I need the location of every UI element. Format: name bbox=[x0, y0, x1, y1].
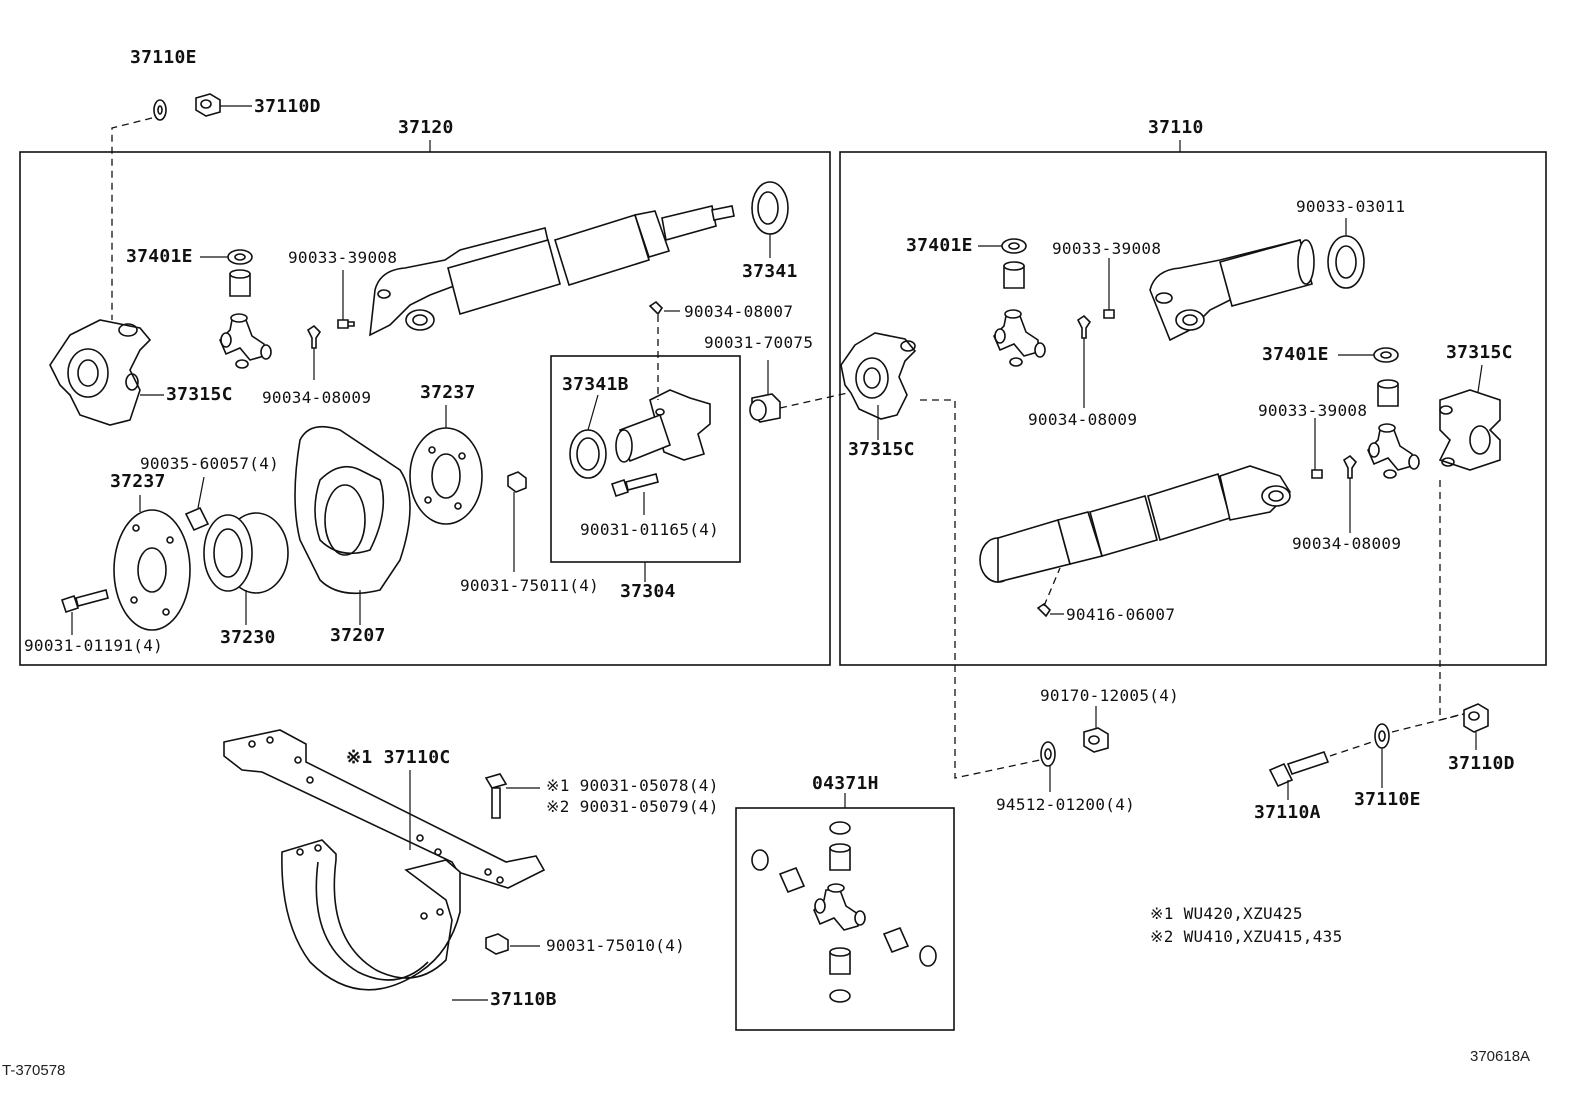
nut-90031-75011 bbox=[507, 471, 527, 493]
part-label-90033-39008-c: 90033-39008 bbox=[1258, 401, 1368, 420]
crossmember-37110c bbox=[223, 729, 546, 889]
washer-94512-01200 bbox=[1040, 741, 1056, 767]
part-label-90416-06007: 90416-06007 bbox=[1066, 605, 1176, 624]
snap-ring-37401e-right2 bbox=[1373, 347, 1399, 363]
part-label-37341: 37341 bbox=[742, 261, 798, 282]
part-label-90034-08007: 90034-08007 bbox=[684, 302, 794, 321]
spider-left bbox=[219, 313, 272, 369]
flange-37237-left bbox=[113, 509, 191, 631]
rubber-mount-37207 bbox=[294, 425, 411, 595]
part-label-37315c-right: 37315C bbox=[1446, 342, 1513, 363]
rear-shaft-lower bbox=[979, 465, 1292, 584]
center-bearing-housing-37304 bbox=[615, 389, 711, 463]
grease-fitting-90416-06007 bbox=[1036, 602, 1052, 618]
footer-left-id: T-370578 bbox=[2, 1062, 66, 1079]
part-label-90035-60057: 90035-60057(4) bbox=[140, 454, 280, 473]
part-label-90033-03011: 90033-03011 bbox=[1296, 197, 1406, 216]
part-label-37341b: 37341B bbox=[562, 374, 629, 395]
part-label-90031-05079: ※2 90031-05079(4) bbox=[546, 797, 719, 816]
part-label-37110c: ※1 37110C bbox=[346, 747, 451, 768]
part-label-37110a: 37110A bbox=[1254, 802, 1321, 823]
part-label-37237-left: 37237 bbox=[110, 471, 166, 492]
part-label-37110d-bottom: 37110D bbox=[1448, 753, 1515, 774]
rear-shaft-upper bbox=[1149, 239, 1315, 342]
box-37120 bbox=[19, 151, 831, 666]
part-label-90034-08009-b: 90034-08009 bbox=[1028, 410, 1138, 429]
spider-right bbox=[993, 309, 1046, 367]
bolt-90033-39008-c bbox=[1311, 469, 1323, 479]
snap-ring-37401e-right bbox=[1001, 238, 1027, 254]
spider-right2 bbox=[1367, 423, 1420, 479]
part-label-90034-08009-a: 90034-08009 bbox=[262, 388, 372, 407]
bolt-90031-05078 bbox=[484, 773, 508, 819]
part-label-90031-01165: 90031-01165(4) bbox=[580, 520, 720, 539]
part-label-37230: 37230 bbox=[220, 627, 276, 648]
snap-ring-37401e-left bbox=[227, 249, 253, 265]
washer-37110e-top bbox=[153, 99, 167, 121]
group-label-37110: 37110 bbox=[1148, 117, 1204, 138]
part-label-37110d-top: 37110D bbox=[254, 96, 321, 117]
part-label-37207: 37207 bbox=[330, 625, 386, 646]
nut-37110d-top bbox=[195, 93, 221, 117]
part-label-90031-70075: 90031-70075 bbox=[704, 333, 814, 352]
flange-yoke-37315c-right bbox=[1438, 389, 1501, 471]
part-label-37110e-bottom: 37110E bbox=[1354, 789, 1421, 810]
fitting-90034-08007 bbox=[648, 300, 664, 316]
grease-fitting-90034-08009-c bbox=[1342, 454, 1358, 479]
part-label-90033-39008-a: 90033-39008 bbox=[288, 248, 398, 267]
part-label-90031-75011: 90031-75011(4) bbox=[460, 576, 600, 595]
part-label-94512-01200: 94512-01200(4) bbox=[996, 795, 1136, 814]
bearing-37230 bbox=[203, 512, 289, 594]
bolt-90031-01191 bbox=[60, 589, 109, 614]
bolt-90033-39008-a bbox=[337, 319, 355, 329]
nut-90170-12005 bbox=[1083, 727, 1109, 753]
part-label-37110e-top: 37110E bbox=[130, 47, 197, 68]
nut-37110d-bottom bbox=[1463, 703, 1489, 733]
bolt-37110a bbox=[1268, 751, 1330, 788]
part-label-90031-01191: 90031-01191(4) bbox=[24, 636, 164, 655]
bolt-90031-01165 bbox=[610, 473, 659, 498]
washer-37110e-bottom bbox=[1374, 723, 1390, 749]
part-label-90034-08009-c: 90034-08009 bbox=[1292, 534, 1402, 553]
bracket-37110b bbox=[281, 839, 461, 991]
part-label-37237-top: 37237 bbox=[420, 382, 476, 403]
flange-37237-top bbox=[409, 427, 483, 525]
part-label-90031-05078: ※1 90031-05078(4) bbox=[546, 776, 719, 795]
group-label-37120: 37120 bbox=[398, 117, 454, 138]
part-label-37315c-mid: 37315C bbox=[848, 439, 915, 460]
note-applicability-2: ※2 WU410,XZU415,435 bbox=[1150, 927, 1343, 946]
part-label-90170-12005: 90170-12005(4) bbox=[1040, 686, 1180, 705]
propeller-shaft-37120 bbox=[369, 205, 735, 337]
universal-joint-kit-04371h bbox=[751, 821, 937, 1003]
nut-90031-75010 bbox=[485, 933, 509, 955]
grease-fitting-90034-08009-b bbox=[1076, 314, 1092, 339]
box-37110 bbox=[839, 151, 1547, 666]
spacer-90035-60057 bbox=[184, 506, 210, 532]
note-applicability-1: ※1 WU420,XZU425 bbox=[1150, 904, 1303, 923]
footer-right-id: 370618A bbox=[1470, 1048, 1531, 1065]
bolt-90033-39008-b bbox=[1103, 309, 1115, 319]
group-label-04371h: 04371H bbox=[812, 773, 879, 794]
part-label-37401e-right: 37401E bbox=[906, 235, 973, 256]
part-label-37110b: 37110B bbox=[490, 989, 557, 1010]
part-label-37401e-right2: 37401E bbox=[1262, 344, 1329, 365]
part-label-37315c-left: 37315C bbox=[166, 384, 233, 405]
part-label-90033-39008-b: 90033-39008 bbox=[1052, 239, 1162, 258]
group-label-37304: 37304 bbox=[620, 581, 676, 602]
seal-90033-03011 bbox=[1327, 235, 1365, 289]
part-label-37401e-left: 37401E bbox=[126, 246, 193, 267]
part-label-90031-75010: 90031-75010(4) bbox=[546, 936, 686, 955]
grease-fitting-90034-08009-a bbox=[306, 324, 322, 349]
